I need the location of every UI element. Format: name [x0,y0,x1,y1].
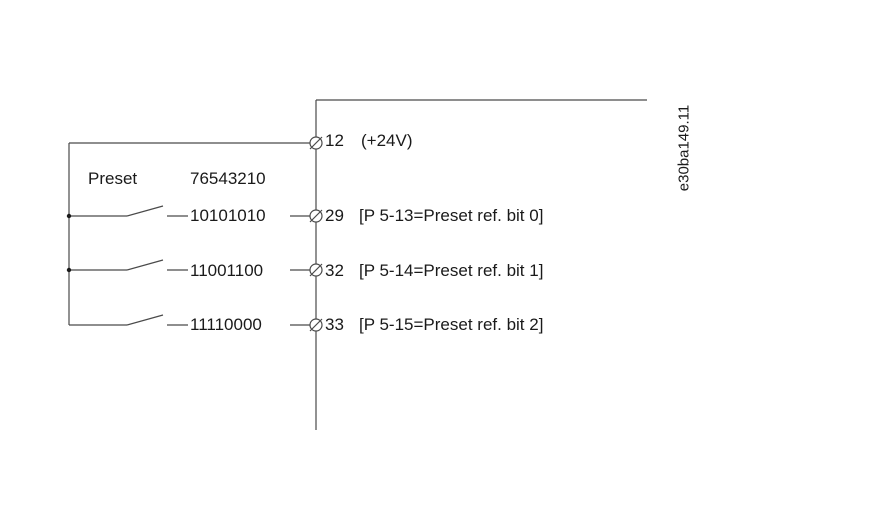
terminal-32-symbol [309,263,323,277]
terminal-12-symbol [309,136,323,150]
terminal-29-number: 29 [325,206,344,225]
figure-id-label: e30ba149.11 [675,104,693,192]
terminal-29-symbol [309,209,323,223]
switch-1-blade [126,205,164,217]
input-2-code: 11001100 [190,261,264,280]
switch-2-blade [126,259,164,271]
terminal-33-symbol [309,318,323,332]
input-1-code: 10101010 [190,206,266,225]
input-3-code: 11110000 [190,315,262,334]
supply-voltage-label: (+24V) [361,131,413,150]
junction-dot-2 [66,267,72,273]
switch-3-blade [126,314,164,326]
terminal-32-number: 32 [325,261,344,280]
terminal-29-function: [P 5-13=Preset ref. bit 0] [359,206,544,225]
bit-order-header: 76543210 [190,169,266,188]
terminal-33-number: 33 [325,315,344,334]
terminal-32-function: [P 5-14=Preset ref. bit 1] [359,261,544,280]
terminal-12-number: 12 [325,131,344,150]
terminal-33-function: [P 5-15=Preset ref. bit 2] [359,315,544,334]
preset-label: Preset [88,169,138,188]
junction-dot-1 [66,213,72,219]
